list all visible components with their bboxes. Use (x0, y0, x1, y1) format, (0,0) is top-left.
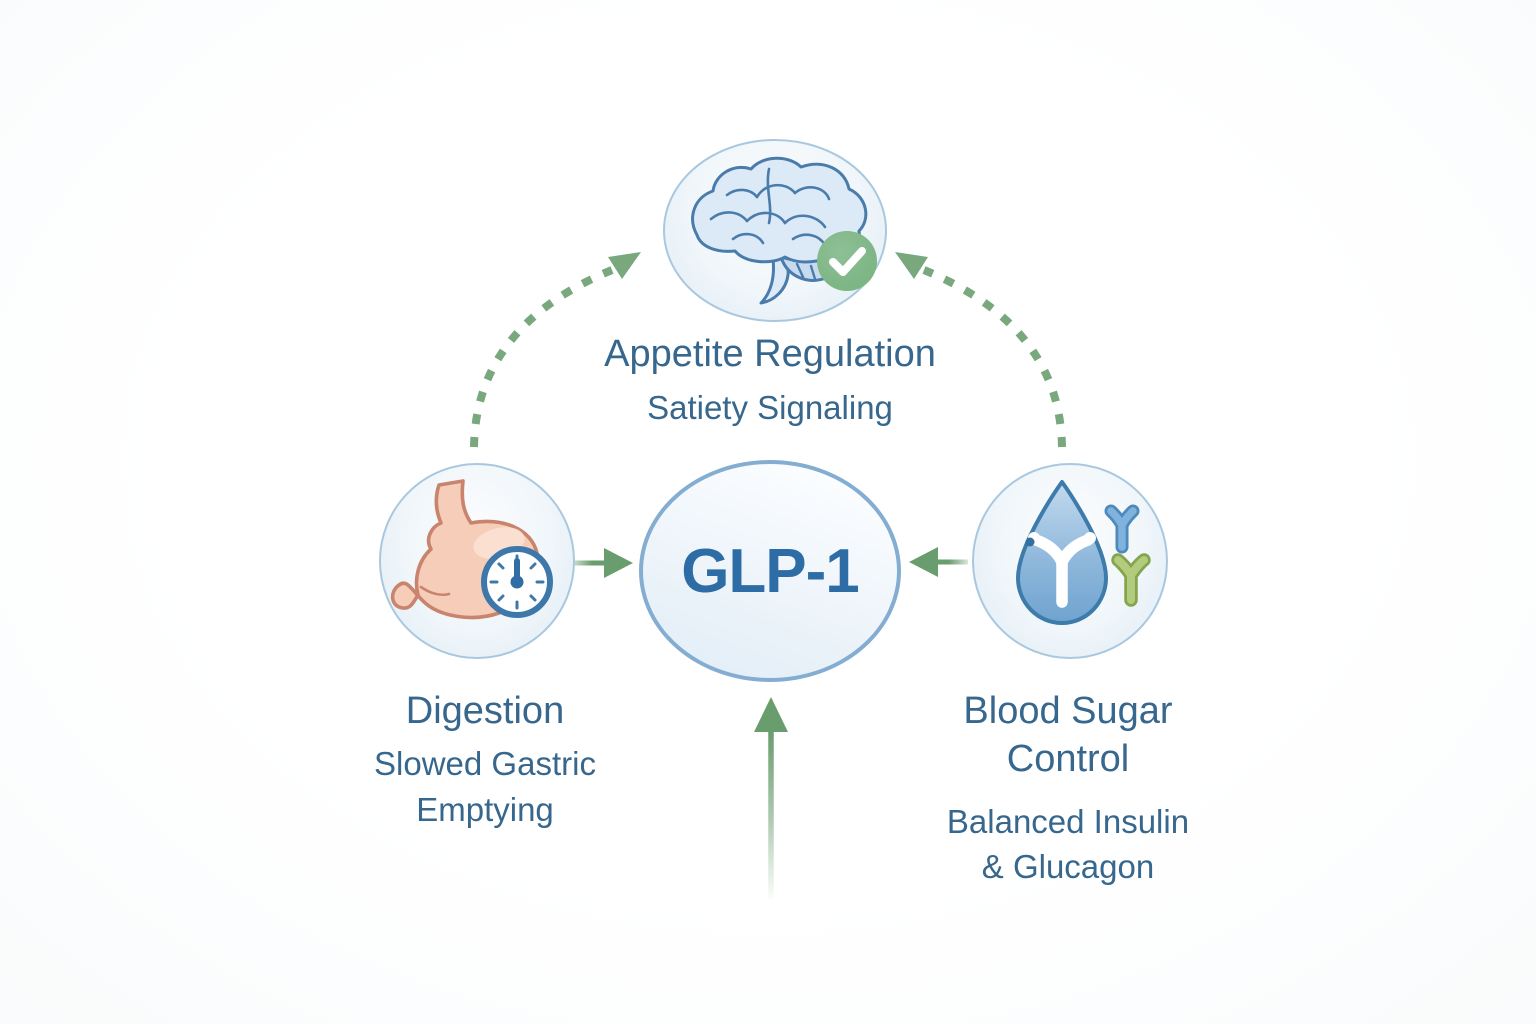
glp1-center-node: GLP-1 (639, 460, 901, 682)
digestion-node-circle (379, 463, 575, 659)
digestion-subtitle: Slowed Gastric Emptying (374, 745, 596, 828)
timer-clock-icon (481, 546, 553, 618)
arrow-bloodsugar-to-glp1 (909, 547, 968, 577)
digestion-labels: Digestion Slowed Gastric Emptying (325, 687, 645, 832)
brain-icon (691, 156, 868, 305)
antibody-blue-icon (1104, 504, 1140, 554)
droplet-antibody-icon (1016, 480, 1151, 625)
glp1-label: GLP-1 (681, 536, 860, 606)
appetite-labels: Appetite Regulation Satiety Signaling (518, 330, 1022, 431)
bloodsugar-node-circle (972, 463, 1168, 659)
bloodsugar-labels: Blood Sugar Control Balanced Insulin & G… (908, 687, 1228, 890)
arrow-digestion-to-glp1 (572, 548, 633, 578)
arrow-bottom-to-glp1 (754, 697, 788, 900)
appetite-title: Appetite Regulation (604, 333, 936, 375)
appetite-subtitle: Satiety Signaling (647, 389, 893, 427)
arrow-digestion-to-appetite (470, 252, 641, 448)
arrow-bloodsugar-to-appetite (895, 252, 1066, 448)
antibody-green-icon (1111, 553, 1151, 607)
appetite-node-circle (663, 139, 887, 322)
bloodsugar-subtitle: Balanced Insulin & Glucagon (946, 802, 1190, 886)
checkmark-icon (817, 231, 877, 291)
bloodsugar-title: Blood Sugar Control (963, 690, 1173, 781)
digestion-title: Digestion (405, 690, 565, 732)
stomach-timer-icon (390, 479, 553, 620)
